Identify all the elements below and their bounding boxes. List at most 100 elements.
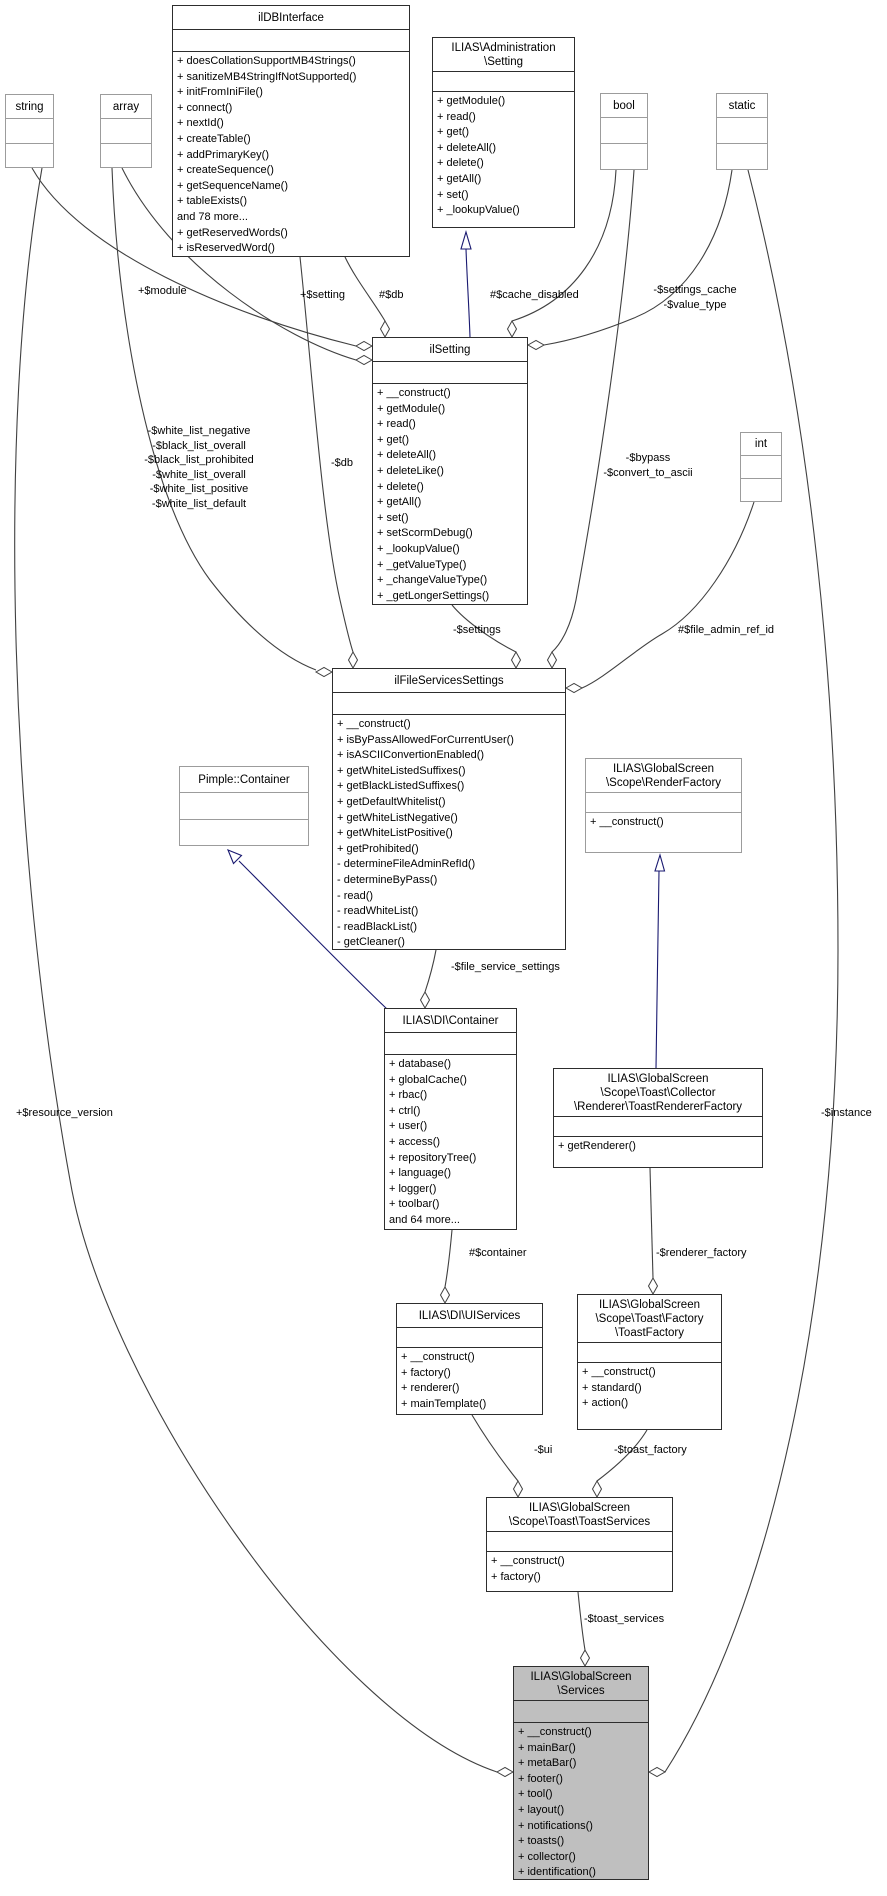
attributes-compartment bbox=[717, 118, 767, 144]
attributes-compartment bbox=[433, 72, 574, 92]
operations-compartment: + __construct() + isByPassAllowedForCurre… bbox=[333, 715, 565, 949]
method-line: + toolbar() bbox=[389, 1198, 440, 1211]
attributes-compartment bbox=[180, 793, 308, 820]
operations-compartment: + database()+ globalCache()+ rbac()+ ctr… bbox=[385, 1055, 516, 1229]
edge-label-line: -$renderer_factory bbox=[656, 1247, 747, 1259]
method-line: + set() bbox=[437, 188, 469, 201]
class-ilsetting[interactable]: ilSetting+ __construct()+ getModule()+ r… bbox=[372, 337, 528, 605]
method-line: + __construct() bbox=[377, 387, 451, 399]
class-ilfileservicessettings[interactable]: ilFileServicesSettings+ __construct()+ i… bbox=[332, 668, 566, 950]
attributes-compartment bbox=[6, 119, 53, 144]
class-di-container[interactable]: ILIAS\DI\Container + database()+ globalCa… bbox=[384, 1008, 517, 1230]
edge-static-settings-cache-aggregation bbox=[526, 169, 733, 351]
class-administration-setting[interactable]: ILIAS\Administration\Setting+ getModule(… bbox=[432, 37, 575, 228]
edge-label-ui: -$ui bbox=[534, 1443, 552, 1458]
attributes-compartment bbox=[397, 1328, 542, 1348]
class-name-line: static bbox=[728, 99, 756, 112]
edge-file-service-settings-aggregation bbox=[419, 949, 437, 1010]
class-title: ILIAS\GlobalScreen\Scope\Toast\Factory\T… bbox=[578, 1295, 721, 1343]
edge-renderfactory-inheritance bbox=[654, 853, 666, 1069]
class-name-line: \Renderer\ToastRendererFactory bbox=[573, 1100, 743, 1113]
class-name-line: bool bbox=[613, 99, 635, 112]
class-int[interactable]: int bbox=[740, 432, 782, 502]
attributes-compartment bbox=[578, 1343, 721, 1363]
attributes-compartment bbox=[333, 693, 565, 715]
edge-label-toast-services: -$toast_services bbox=[584, 1612, 664, 1627]
edge-label-db-private: -$db bbox=[331, 456, 353, 471]
class-name-line: Pimple::Container bbox=[198, 773, 290, 786]
method-line: + initFromIniFile() bbox=[177, 86, 263, 99]
edge-ildbinterface-db-private-aggregation bbox=[299, 256, 359, 670]
method-line: + __construct() bbox=[582, 1366, 656, 1378]
class-name-line: ILIAS\DI\Container bbox=[402, 1014, 499, 1027]
method-line: - readWhiteList() bbox=[337, 905, 419, 918]
method-line: and 64 more... bbox=[389, 1213, 460, 1226]
class-name-line: \Scope\Toast\ToastServices bbox=[508, 1515, 651, 1528]
method-line: + getAll() bbox=[377, 496, 422, 509]
edge-label-line: -$bypass bbox=[625, 452, 671, 464]
method-line: - determineFileAdminRefId() bbox=[337, 858, 476, 871]
method-line: + logger() bbox=[389, 1182, 437, 1195]
class-name-line: ilDBInterface bbox=[258, 11, 324, 24]
method-line: + getWhiteListNegative() bbox=[337, 811, 458, 824]
method-line: + getModule() bbox=[377, 402, 446, 415]
method-line: + set() bbox=[377, 511, 409, 524]
method-line: + layout() bbox=[518, 1803, 565, 1816]
class-static[interactable]: static bbox=[716, 93, 768, 170]
class-name-line: ILIAS\GlobalScreen bbox=[598, 1298, 700, 1311]
edge-label-container: #$container bbox=[469, 1246, 527, 1261]
class-title: ilDBInterface bbox=[173, 6, 409, 30]
class-toastrendererfactory[interactable]: ILIAS\GlobalScreen\Scope\Toast\Collector… bbox=[553, 1068, 763, 1168]
method-line: + isByPassAllowedForCurrentUser() bbox=[337, 733, 514, 746]
attributes-compartment bbox=[385, 1033, 516, 1055]
method-line: + footer() bbox=[518, 1772, 563, 1785]
method-line: + doesCollationSupportMB4Strings() bbox=[177, 55, 356, 67]
method-line: + _changeValueType() bbox=[377, 574, 488, 587]
class-title: bool bbox=[601, 94, 647, 118]
class-di-uiservices[interactable]: ILIAS\DI\UIServices+ __construct()+ fact… bbox=[396, 1303, 543, 1415]
edge-toast-factory-aggregation bbox=[591, 1429, 648, 1499]
method-line: + deleteAll() bbox=[437, 141, 497, 154]
class-name-line: int bbox=[754, 438, 768, 450]
attributes-compartment bbox=[601, 118, 647, 144]
method-line: + getAll() bbox=[437, 172, 482, 185]
method-line: + __construct() bbox=[491, 1555, 565, 1567]
edge-label-line: +$module bbox=[138, 285, 187, 297]
operations-compartment: + doesCollationSupportMB4Strings()+ sani… bbox=[173, 52, 409, 256]
method-line: + delete() bbox=[437, 157, 484, 170]
class-name-line: string bbox=[15, 100, 44, 113]
edge-label-line: #$cache_disabled bbox=[490, 289, 579, 301]
class-name-line: \Scope\Toast\Collector bbox=[600, 1086, 716, 1099]
class-title: ILIAS\GlobalScreen\Scope\Toast\Collector… bbox=[554, 1069, 762, 1117]
method-line: + __construct() bbox=[337, 718, 411, 730]
class-toastfactory[interactable]: ILIAS\GlobalScreen\Scope\Toast\Factory\T… bbox=[577, 1294, 722, 1430]
edge-int-file-admin-ref-id-aggregation bbox=[564, 501, 755, 694]
edge-ilsetting-settings-aggregation bbox=[451, 604, 522, 670]
class-title: ILIAS\GlobalScreen\Services bbox=[514, 1667, 648, 1701]
method-line: + language() bbox=[389, 1167, 452, 1180]
edge-ildbinterface-db-aggregation bbox=[344, 256, 391, 339]
class-pimple-container[interactable]: Pimple::Container bbox=[179, 766, 309, 846]
method-line: + tableExists() bbox=[177, 195, 247, 208]
method-line: + read() bbox=[377, 418, 416, 431]
class-toastservices[interactable]: ILIAS\GlobalScreen\Scope\Toast\ToastServ… bbox=[486, 1497, 673, 1592]
class-ildbinterface[interactable]: ilDBInterface + doesCollationSupportMB4St… bbox=[172, 5, 410, 257]
operations-compartment: + __construct()+ mainBar()+ metaBar()+ f… bbox=[514, 1723, 648, 1879]
method-line: + repositoryTree() bbox=[389, 1151, 477, 1164]
method-line: + user() bbox=[389, 1120, 428, 1133]
operations-compartment: + __construct() bbox=[586, 813, 741, 852]
class-string[interactable]: string bbox=[5, 94, 54, 168]
edge-ilsetting-inheritance bbox=[460, 230, 472, 338]
class-array[interactable]: array bbox=[100, 94, 152, 168]
class-globalscreen-services[interactable]: ILIAS\GlobalScreen\Services + __construct… bbox=[513, 1666, 649, 1880]
edge-label-line: +$setting bbox=[300, 289, 345, 301]
class-bool[interactable]: bool bbox=[600, 93, 648, 170]
method-line: + globalCache() bbox=[389, 1073, 467, 1086]
method-line: + createTable() bbox=[177, 132, 251, 145]
edge-label-file-service-settings: -$file_service_settings bbox=[451, 960, 560, 975]
attributes-compartment bbox=[173, 30, 409, 52]
class-renderfactory[interactable]: ILIAS\GlobalScreen\Scope\RenderFactory+ … bbox=[585, 758, 742, 853]
edge-label-line: -$value_type bbox=[663, 298, 727, 311]
method-line: + tool() bbox=[518, 1788, 553, 1801]
